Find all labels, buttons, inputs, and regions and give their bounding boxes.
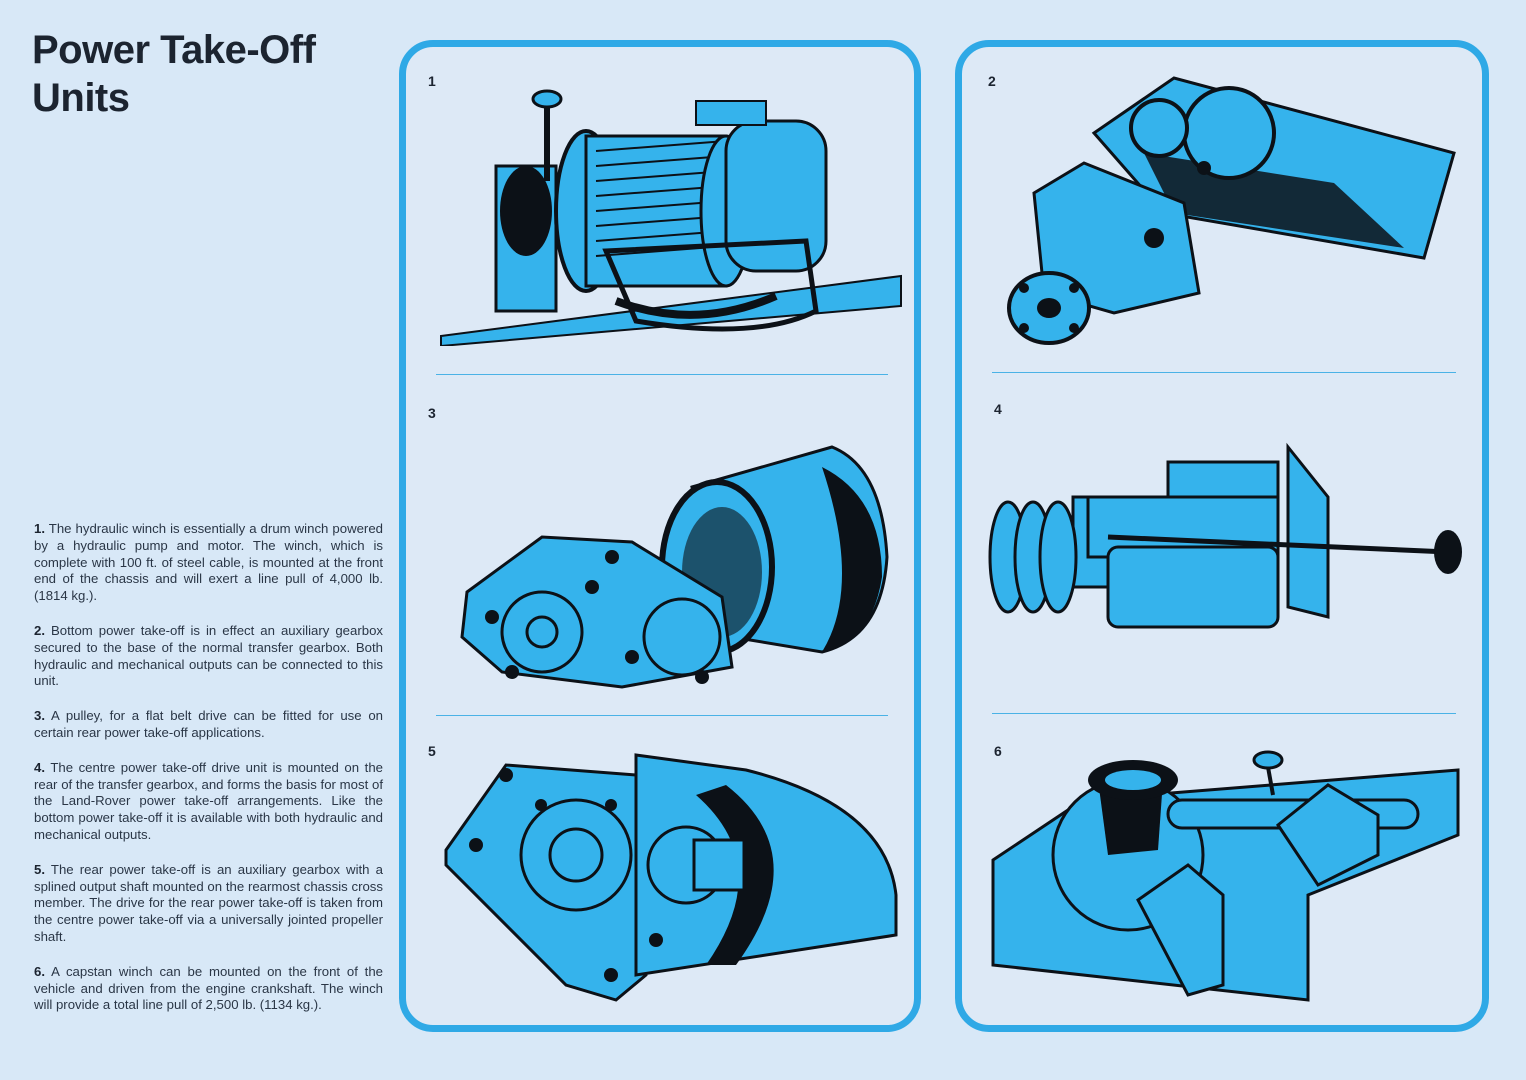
left-figure-panel: 1 (399, 40, 921, 1032)
caption-number: 4. (34, 759, 45, 775)
centre-power-take-off-illustration (988, 437, 1468, 657)
figure-divider (992, 713, 1456, 714)
figure-divider (436, 715, 888, 716)
hydraulic-winch-illustration (436, 81, 906, 346)
caption-number: 1. (34, 521, 45, 536)
figure-number: 6 (994, 743, 1002, 759)
caption-number: 2. (34, 622, 45, 638)
figure-number: 5 (428, 743, 436, 759)
figure-5: 5 (406, 717, 914, 1037)
figure-number: 3 (428, 405, 436, 421)
caption-2: 2. Bottom power take-off is in effect an… (34, 623, 383, 690)
caption-number: 6. (34, 963, 45, 979)
figure-6: 6 (962, 717, 1482, 1037)
captions-column: 1. The hydraulic winch is essentially a … (34, 521, 383, 1032)
caption-text: A capstan winch can be mounted on the fr… (34, 963, 383, 1013)
caption-number: 5. (34, 861, 45, 877)
figure-3: 3 (406, 377, 914, 717)
pulley-illustration (442, 407, 902, 707)
caption-3: 3. A pulley, for a flat belt drive can b… (34, 708, 383, 742)
caption-5: 5. The rear power take-off is an auxilia… (34, 862, 383, 946)
title-line-1: Power Take-Off (32, 28, 316, 72)
figure-number: 4 (994, 401, 1002, 417)
figure-divider (992, 372, 1456, 373)
title-line-2: Units (32, 76, 130, 120)
figure-divider (436, 374, 888, 375)
caption-number: 3. (34, 708, 45, 724)
caption-text: The centre power take-off drive unit is … (34, 759, 383, 842)
page-title: Power Take-Off Units (32, 26, 316, 122)
caption-1: 1. The hydraulic winch is essentially a … (34, 521, 383, 605)
caption-text: A pulley, for a flat belt drive can be f… (34, 708, 384, 740)
figure-number: 2 (988, 73, 996, 89)
figure-4: 4 (962, 377, 1482, 717)
caption-6: 6. A capstan winch can be mounted on the… (34, 964, 383, 1014)
figure-1: 1 (406, 47, 914, 377)
caption-text: Bottom power take-off is in effect an au… (34, 622, 383, 689)
capstan-winch-illustration (988, 745, 1468, 1010)
caption-4: 4. The centre power take-off drive unit … (34, 760, 383, 844)
caption-text: The hydraulic winch is essentially a dru… (34, 521, 383, 604)
right-figure-panel: 2 4 (955, 40, 1489, 1032)
figure-number: 1 (428, 73, 436, 89)
rear-power-take-off-illustration (436, 745, 906, 1010)
figure-2: 2 (962, 47, 1482, 377)
bottom-power-take-off-illustration (984, 73, 1464, 358)
caption-text: The rear power take-off is an auxiliary … (34, 861, 383, 944)
